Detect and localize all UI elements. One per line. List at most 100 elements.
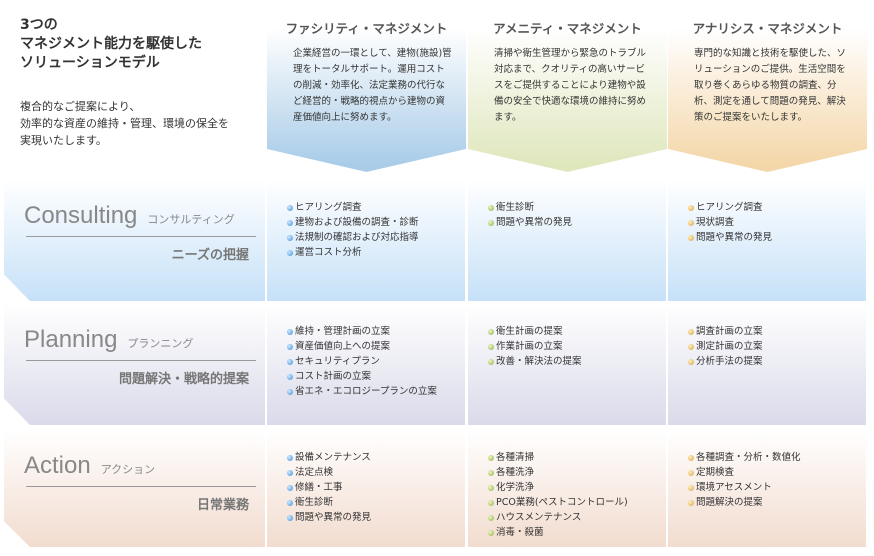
column-title: アメニティ・マネジメント <box>493 21 642 36</box>
bullet-icon <box>688 454 694 461</box>
row-planning: Planning プランニング 問題解決・戦略的提案 維持・管理計画の立案資産価値向… <box>0 304 874 425</box>
list-item: 運営コスト分析 <box>287 245 419 260</box>
list-item-label: 消毒・殺菌 <box>496 527 544 538</box>
list-item-label: 資産価値向上への提案 <box>295 341 391 352</box>
bullet-icon <box>287 234 293 241</box>
column-title: ファシリティ・マネジメント <box>285 21 448 36</box>
list-item-label: 化学洗浄 <box>496 482 535 493</box>
list-item-label: ヒアリング調査 <box>696 202 763 213</box>
list-item-label: 各種調査・分析・数値化 <box>696 452 801 463</box>
list-item-label: ヒアリング調査 <box>295 202 362 213</box>
column-description: 清掃や衛生管理から緊急のトラブル対応まで、クオリティの高いサービスをご提供するこ… <box>494 48 647 123</box>
bullet-icon <box>488 514 494 521</box>
list-item: ヒアリング調査 <box>688 200 772 215</box>
intro-title: 3つの マネジメント能力を駆使した ソリューションモデル <box>20 16 202 73</box>
row-english-label: Planning <box>24 326 118 353</box>
intro-title-line: ソリューションモデル <box>20 55 160 71</box>
divider <box>26 360 256 361</box>
list-item-label: PCO業務(ペストコントロール) <box>496 497 628 508</box>
row-kana-label: プランニング <box>127 338 194 350</box>
list-item-label: ハウスメンテナンス <box>496 512 582 523</box>
bullet-icon <box>688 204 694 211</box>
bullet-icon <box>688 343 694 350</box>
row-english-title: Planning プランニング <box>24 326 193 354</box>
list-item-label: 問題や異常の発見 <box>496 217 573 228</box>
list-item-label: 衛生診断 <box>295 497 334 508</box>
list-item: 問題や異常の発見 <box>488 215 572 230</box>
bullet-icon <box>287 388 293 395</box>
list-item: 衛生計画の提案 <box>488 324 582 339</box>
bullet-icon <box>287 204 293 211</box>
row-kana-label: コンサルティング <box>147 214 235 226</box>
list-item-label: 定期検査 <box>696 467 735 478</box>
bullet-icon <box>287 499 293 506</box>
list-item-label: 問題や異常の発見 <box>295 512 372 523</box>
list-item: 建物および設備の調査・診断 <box>287 215 419 230</box>
list-item: 問題解決の提案 <box>688 495 801 510</box>
bullet-icon <box>287 514 293 521</box>
list-item: 現状調査 <box>688 215 772 230</box>
item-list: 衛生診断問題や異常の発見 <box>488 200 572 230</box>
bullet-icon <box>488 454 494 461</box>
list-item-label: コスト計画の立案 <box>295 371 372 382</box>
item-list: 調査計画の立案測定計画の立案分析手法の提案 <box>688 324 763 369</box>
list-item: 維持・管理計画の立案 <box>287 324 437 339</box>
bullet-icon <box>488 499 494 506</box>
list-item-label: 衛生診断 <box>496 202 535 213</box>
list-item-label: 建物および設備の調査・診断 <box>295 217 419 228</box>
list-item: 設備メンテナンス <box>287 450 371 465</box>
list-item-label: 法規制の確認および対応指導 <box>295 232 419 243</box>
list-item-label: 各種洗浄 <box>496 467 535 478</box>
bullet-icon <box>287 343 293 350</box>
list-item-label: 問題解決の提案 <box>696 497 763 508</box>
list-item: 測定計画の立案 <box>688 339 763 354</box>
chevron-background <box>267 28 466 172</box>
row-cell: 衛生診断問題や異常の発見 <box>468 180 666 301</box>
row-japanese-title: ニーズの把握 <box>171 248 249 263</box>
row-japanese-title: 日常業務 <box>196 498 249 513</box>
list-item: 各種清掃 <box>488 450 628 465</box>
bullet-icon <box>488 529 494 536</box>
list-item: 化学洗浄 <box>488 480 628 495</box>
list-item: 作業計画の立案 <box>488 339 582 354</box>
list-item-label: セキュリティプラン <box>295 356 380 367</box>
row-cell: 調査計画の立案測定計画の立案分析手法の提案 <box>668 304 866 425</box>
list-item: 衛生診断 <box>488 200 572 215</box>
bullet-icon <box>488 484 494 491</box>
list-item: 衛生診断 <box>287 495 371 510</box>
column-header: アメニティ・マネジメント 清掃や衛生管理から緊急のトラブル対応まで、クオリティの… <box>468 0 667 172</box>
row-cell: 各種清掃各種洗浄化学洗浄 PCO業務(ペストコントロール) ハウスメンテナンス消毒・… <box>468 430 666 547</box>
bullet-icon <box>688 484 694 491</box>
list-item: 法規制の確認および対応指導 <box>287 230 419 245</box>
chevron-background <box>468 28 667 172</box>
row-english-label: Action <box>24 452 91 479</box>
list-item: セキュリティプラン <box>287 354 437 369</box>
list-item-label: 環境アセスメント <box>696 482 772 493</box>
column-header: アナリシス・マネジメント 専門的な知識と技術を駆使した、ソリューションのご提供。… <box>668 0 867 172</box>
bullet-icon <box>287 373 293 380</box>
row-cell: 衛生計画の提案作業計画の立案改善・解決法の提案 <box>468 304 666 425</box>
list-item: 問題や異常の発見 <box>688 230 772 245</box>
list-item: 各種洗浄 <box>488 465 628 480</box>
bullet-icon <box>688 234 694 241</box>
column-title: アナリシス・マネジメント <box>692 21 843 36</box>
list-item-label: 測定計画の立案 <box>696 341 763 352</box>
row-cell: ヒアリング調査建物および設備の調査・診断法規制の確認および対応指導運営コスト分析 <box>267 180 465 301</box>
row-japanese-title: 問題解決・戦略的提案 <box>118 372 249 387</box>
list-item: 環境アセスメント <box>688 480 801 495</box>
item-list: ヒアリング調査現状調査問題や異常の発見 <box>688 200 772 245</box>
list-item-label: 各種清掃 <box>496 452 535 463</box>
row-cell: 各種調査・分析・数値化定期検査環境アセスメント問題解決の提案 <box>668 430 866 547</box>
item-list: 衛生計画の提案作業計画の立案改善・解決法の提案 <box>488 324 582 369</box>
list-item-label: 修繕・工事 <box>295 482 343 493</box>
list-item: 消毒・殺菌 <box>488 525 628 540</box>
item-list: ヒアリング調査建物および設備の調査・診断法規制の確認および対応指導運営コスト分析 <box>287 200 419 260</box>
bullet-icon <box>688 469 694 476</box>
column-description: 専門的な知識と技術を駆使した、ソリューションのご提供。生活空間を取り巻くあらゆる… <box>694 48 847 123</box>
list-item: 定期検査 <box>688 465 801 480</box>
column-header: ファシリティ・マネジメント 企業経営の一環として、建物(施設)管理をトータルサポ… <box>267 0 466 172</box>
